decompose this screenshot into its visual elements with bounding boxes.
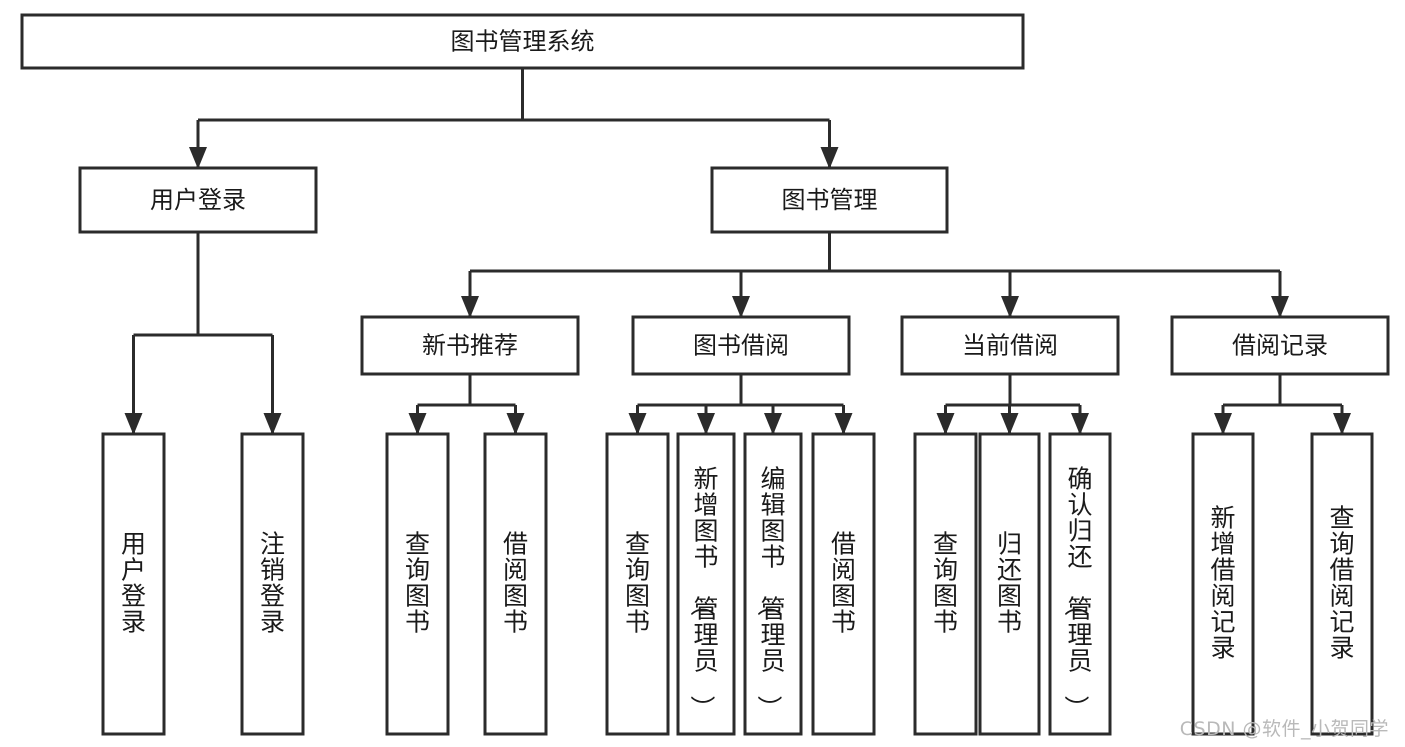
node-label: 查询图书 (625, 529, 650, 636)
node-label: 图书管理系统 (451, 28, 595, 56)
node-box (385, 432, 450, 736)
arrowhead-icon (628, 413, 647, 435)
arrowhead-icon (697, 413, 715, 435)
node-leaf-confirm-return-admin[interactable]: 确认归还（管理员） (1048, 432, 1112, 736)
watermark-text: CSDN @软件_小贺同学 (1179, 718, 1389, 740)
node-borrow-record[interactable]: 借阅记录 (1170, 315, 1390, 376)
node-leaf-add-borrow-record[interactable]: 新增借阅记录 (1191, 432, 1255, 736)
branch-root (189, 68, 839, 169)
node-leaf-add-book-admin[interactable]: 新增图书（管理员） (676, 432, 736, 736)
node-label: 借阅图书 (503, 529, 528, 636)
arrowhead-icon (506, 413, 525, 435)
node-label: 注销登录 (260, 529, 285, 636)
node-layer: 图书管理系统用户登录图书管理新书推荐图书借阅当前借阅借阅记录用户登录注销登录查询… (20, 13, 1390, 736)
node-leaf-query-book-3[interactable]: 查询图书 (913, 432, 978, 736)
node-box (101, 432, 166, 736)
arrowhead-icon (820, 147, 839, 169)
node-label: 图书借阅 (693, 332, 789, 360)
branch-current-borrow (936, 374, 1089, 435)
arrowhead-icon (1071, 413, 1089, 435)
arrowhead-icon (461, 296, 479, 318)
arrowhead-icon (1271, 296, 1289, 318)
node-leaf-borrow-book-2[interactable]: 借阅图书 (811, 432, 876, 736)
node-box (913, 432, 978, 736)
node-leaf-user-logout[interactable]: 注销登录 (240, 432, 305, 736)
node-box (900, 315, 1120, 376)
node-box (710, 166, 949, 234)
branch-book-borrow (628, 374, 853, 435)
node-leaf-query-borrow-record[interactable]: 查询借阅记录 (1310, 432, 1374, 736)
node-box (78, 166, 318, 234)
node-box (483, 432, 548, 736)
arrowhead-icon (1000, 413, 1019, 435)
node-box (631, 315, 851, 376)
node-leaf-query-book-2[interactable]: 查询图书 (605, 432, 670, 736)
node-label: 查询图书 (405, 529, 430, 636)
node-box (1048, 432, 1112, 736)
node-leaf-query-book-1[interactable]: 查询图书 (385, 432, 450, 736)
node-box (743, 432, 803, 736)
node-box (240, 432, 305, 736)
node-box (20, 13, 1025, 70)
node-box (1170, 315, 1390, 376)
node-root[interactable]: 图书管理系统 (20, 13, 1025, 70)
node-leaf-borrow-book-1[interactable]: 借阅图书 (483, 432, 548, 736)
arrowhead-icon (263, 413, 282, 435)
arrowhead-icon (124, 413, 143, 435)
node-label: 新增借阅记录 (1210, 503, 1235, 662)
node-leaf-user-login[interactable]: 用户登录 (101, 432, 166, 736)
arrowhead-icon (764, 413, 782, 435)
branch-new-book-recommend (408, 374, 525, 435)
arrowhead-icon (1214, 413, 1232, 435)
node-leaf-edit-book-admin[interactable]: 编辑图书（管理员） (743, 432, 803, 736)
node-label: 查询图书 (933, 529, 958, 636)
arrowhead-icon (936, 413, 955, 435)
node-book-manage[interactable]: 图书管理 (710, 166, 949, 234)
node-label: 编辑图书（管理员） (754, 464, 785, 720)
node-box (1310, 432, 1374, 736)
node-label: 确认归还（管理员） (1061, 464, 1092, 720)
node-new-book-recommend[interactable]: 新书推荐 (360, 315, 580, 376)
node-label: 用户登录 (150, 186, 246, 214)
node-current-borrow[interactable]: 当前借阅 (900, 315, 1120, 376)
node-label: 用户登录 (121, 529, 146, 636)
arrowhead-icon (834, 413, 853, 435)
node-label: 新增图书（管理员） (687, 464, 718, 720)
node-label: 图书管理 (782, 186, 878, 214)
node-box (676, 432, 736, 736)
node-box (811, 432, 876, 736)
branch-user-login (124, 232, 282, 435)
arrowhead-icon (408, 413, 427, 435)
node-label: 查询借阅记录 (1329, 503, 1354, 662)
node-leaf-return-book[interactable]: 归还图书 (978, 432, 1041, 736)
node-book-borrow[interactable]: 图书借阅 (631, 315, 851, 376)
node-label: 新书推荐 (422, 332, 518, 360)
arrowhead-icon (1333, 413, 1351, 435)
arrowhead-icon (732, 296, 750, 318)
arrowhead-icon (189, 147, 207, 169)
connector-layer (124, 68, 1351, 435)
node-box (360, 315, 580, 376)
branch-book-manage (461, 232, 1289, 318)
branch-borrow-record (1214, 374, 1351, 435)
node-user-login[interactable]: 用户登录 (78, 166, 318, 234)
arrowhead-icon (1001, 296, 1019, 318)
node-box (978, 432, 1041, 736)
node-box (605, 432, 670, 736)
node-label: 归还图书 (997, 529, 1022, 636)
node-label: 当前借阅 (962, 332, 1058, 360)
node-box (1191, 432, 1255, 736)
node-label: 借阅记录 (1232, 332, 1328, 360)
node-label: 借阅图书 (831, 529, 856, 636)
